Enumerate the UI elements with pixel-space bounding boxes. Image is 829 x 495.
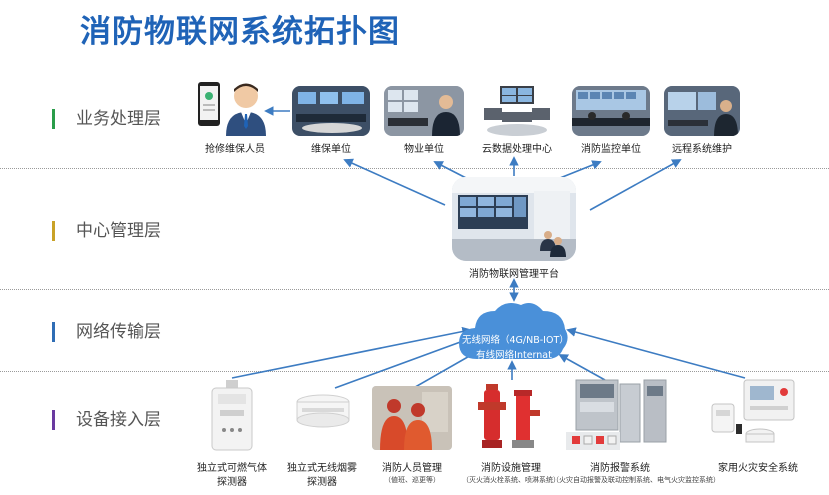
caption-maintenance-unit: 维保单位 xyxy=(311,144,351,155)
arrow-line xyxy=(589,159,682,211)
arrow-line xyxy=(343,158,446,206)
device-fire-facilities xyxy=(478,380,544,452)
caption-fire-facilities: 消防设施管理 xyxy=(481,463,541,474)
repair-staff-illustration xyxy=(198,82,266,136)
photo-property-unit xyxy=(384,86,464,136)
photo-maintenance-unit xyxy=(292,86,370,136)
caption-remote-maintenance: 远程系统维护 xyxy=(672,144,732,155)
network-line-wireless: 无线网络（4G/NB-IOT） xyxy=(462,335,569,346)
network-line-wired: 有线网络Internat xyxy=(476,350,552,361)
layer-divider xyxy=(0,168,829,169)
node-repair-staff xyxy=(196,80,268,136)
layer-label-text: 业务处理层 xyxy=(76,109,161,129)
caption-fire-facilities-note: （灭火消火栓系统、喷淋系统） xyxy=(462,476,560,484)
caption-repair-staff: 抢修维保人员 xyxy=(205,144,265,155)
device-smoke-detector xyxy=(292,392,354,432)
caption-fire-personnel: 消防人员管理 xyxy=(382,463,442,474)
home-fire-safety-illustration xyxy=(711,379,795,443)
caption-gas-detector-2: 探测器 xyxy=(217,477,247,488)
caption-fire-personnel-note: （値班、巡更等） xyxy=(384,476,440,484)
caption-fire-alarm-system: 消防报警系统 xyxy=(590,463,650,474)
layer-color-bar xyxy=(52,221,55,241)
caption-property-unit: 物业单位 xyxy=(404,144,444,155)
layer-label-text: 中心管理层 xyxy=(76,221,161,241)
network-cloud-icon xyxy=(459,303,568,359)
caption-cloud-data-center: 云数据处理中心 xyxy=(482,144,552,155)
smoke-detector-illustration xyxy=(296,394,350,428)
caption-management-platform: 消防物联网管理平台 xyxy=(469,269,559,280)
gas-detector-illustration xyxy=(211,380,253,451)
caption-smoke-detector-1: 独立式无线烟雾 xyxy=(287,463,357,474)
fire-alarm-equipment-illustration xyxy=(566,379,667,450)
layer-color-bar xyxy=(52,109,55,129)
layer-color-bar xyxy=(52,322,55,342)
photo-management-platform xyxy=(452,177,576,261)
layer-divider xyxy=(0,289,829,290)
layer-label-text: 设备接入层 xyxy=(76,410,161,430)
arrow-line xyxy=(231,326,472,379)
layer-label-text: 网络传输层 xyxy=(76,322,161,342)
photo-remote-maintenance xyxy=(664,86,740,136)
data-center-illustration xyxy=(484,86,550,136)
caption-gas-detector-1: 独立式可燃气体 xyxy=(197,463,267,474)
device-home-fire-safety xyxy=(704,378,796,450)
photo-fire-monitoring-unit xyxy=(572,86,650,136)
page-title: 消防物联网系统拓扑图 xyxy=(80,14,400,50)
arrow-line xyxy=(334,335,476,389)
caption-fire-alarm-system-note: （火灾自动报警及联动控制系统、电气火灾监控系统） xyxy=(552,476,720,484)
layer-divider xyxy=(0,371,829,372)
photo-fire-personnel xyxy=(372,386,452,450)
caption-fire-monitoring-unit: 消防监控单位 xyxy=(581,144,641,155)
fire-hydrant-pump-illustration xyxy=(478,384,540,448)
node-cloud-data-center xyxy=(482,84,552,138)
arrow-line xyxy=(558,354,606,381)
arrow-line xyxy=(566,327,746,379)
device-fire-alarm-system xyxy=(566,378,670,452)
device-gas-detector xyxy=(208,380,256,454)
layer-color-bar xyxy=(52,410,55,430)
caption-smoke-detector-2: 探测器 xyxy=(307,477,337,488)
caption-home-fire-safety: 家用火灾安全系统 xyxy=(718,463,798,474)
